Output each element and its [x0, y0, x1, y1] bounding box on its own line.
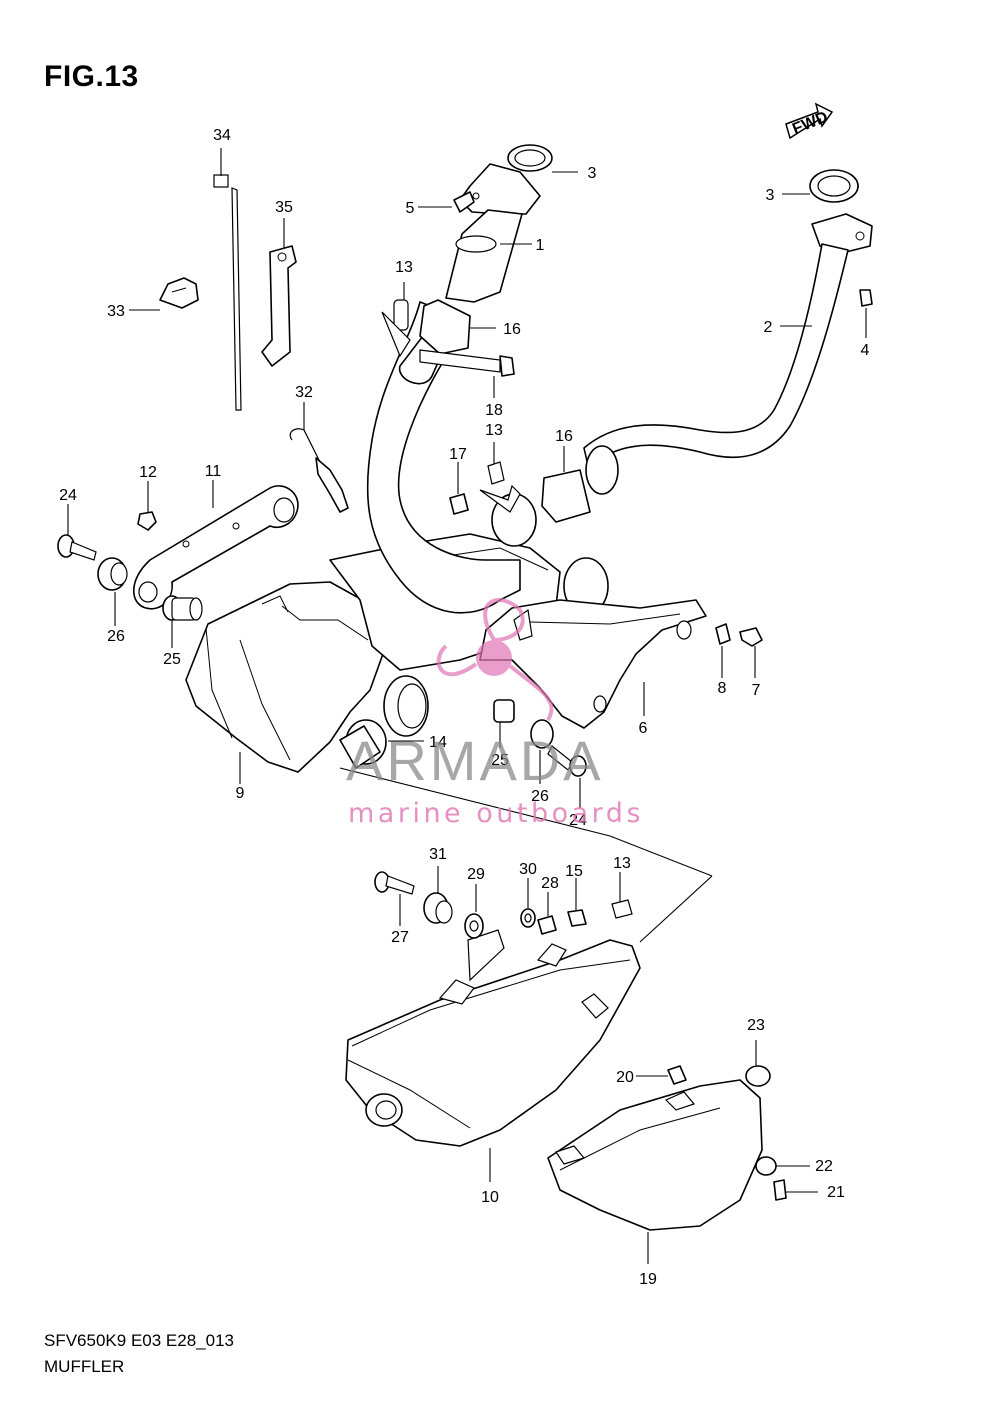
- watermark-brand: ARMADA: [346, 729, 604, 792]
- grommet-22-part: [755, 1156, 810, 1176]
- diagram-code: SFV650K9 E03 E28_013: [44, 1331, 234, 1350]
- collar-25-left-part: [162, 595, 203, 648]
- part-callout-2: 2: [764, 319, 773, 336]
- part-callout-25: 25: [491, 752, 509, 769]
- clamp-13-middle-part: [479, 442, 521, 513]
- part-callout-34: 34: [213, 127, 231, 144]
- muffler-body-part: [345, 929, 641, 1182]
- part-callout-16: 16: [555, 428, 573, 445]
- part-callout-12: 12: [139, 464, 157, 481]
- gasket-3-upper-part: [507, 144, 578, 173]
- figure-title: FIG.13: [44, 60, 139, 93]
- part-callout-25: 25: [163, 651, 181, 668]
- screw-20-part: [636, 1065, 687, 1085]
- part-callout-17: 17: [449, 446, 467, 463]
- part-callout-10: 10: [481, 1189, 499, 1206]
- part-callout-3: 3: [588, 165, 597, 182]
- grommet-26-left-part: [97, 557, 128, 626]
- pipe-joint-14-part: [339, 725, 424, 769]
- part-callout-13: 13: [395, 259, 413, 276]
- part-callout-13: 13: [613, 855, 631, 872]
- bolt-24-left-part: [57, 504, 97, 561]
- part-callout-21: 21: [827, 1184, 845, 1201]
- cable-tie-part: [213, 148, 242, 411]
- connector-16-upper-part: [419, 299, 496, 355]
- part-callout-3: 3: [766, 187, 775, 204]
- part-callout-32: 32: [295, 384, 313, 401]
- muffler-bracket-part: [133, 480, 299, 610]
- assembly-leader-line: [609, 835, 713, 877]
- part-callout-35: 35: [275, 199, 293, 216]
- part-callout-19: 19: [639, 1271, 657, 1288]
- part-callout-22: 22: [815, 1158, 833, 1175]
- part-callout-33: 33: [107, 303, 125, 320]
- bolt-24-right-part: [547, 745, 587, 808]
- part-callout-31: 31: [429, 846, 447, 863]
- bolt-4-part: [859, 289, 873, 338]
- part-callout-1: 1: [536, 237, 545, 254]
- front-exhaust-pipe-part: [366, 145, 551, 614]
- part-callout-24: 24: [569, 812, 587, 829]
- collar-28-part: [537, 892, 557, 935]
- part-callout-16: 16: [503, 321, 521, 338]
- part-callout-26: 26: [531, 788, 549, 805]
- diagram-name: MUFFLER: [44, 1357, 125, 1376]
- armada-logo-icon: [436, 598, 554, 722]
- connector-16-lower-part: [541, 446, 591, 523]
- collar-25-right-part: [493, 699, 515, 748]
- bolt-17-part: [449, 462, 469, 515]
- part-callout-18: 18: [485, 402, 503, 419]
- clamp-part: [129, 277, 199, 311]
- washer-29-part: [464, 884, 484, 939]
- screw-21-part: [773, 1179, 818, 1201]
- oxygen-sensor-part: [289, 402, 349, 513]
- grommet-8-part: [715, 623, 731, 678]
- part-callout-9: 9: [236, 785, 245, 802]
- clamp-13-lower-part: [611, 872, 633, 919]
- bolt-27-part: [374, 871, 415, 926]
- grommet-26-right-part: [530, 719, 554, 784]
- part-callout-23: 23: [747, 1017, 765, 1034]
- part-callout-26: 26: [107, 628, 125, 645]
- part-callout-7: 7: [752, 682, 761, 699]
- bolt-12-part: [137, 481, 157, 531]
- part-callout-11: 11: [205, 463, 222, 480]
- part-callout-27: 27: [391, 929, 409, 946]
- bolt-18-part: [419, 349, 515, 398]
- part-callout-15: 15: [565, 863, 583, 880]
- part-callout-4: 4: [861, 342, 870, 359]
- bolt-15-part: [567, 878, 587, 927]
- part-callout-24: 24: [59, 487, 77, 504]
- bolt-7-part: [739, 627, 763, 678]
- clamp-13-upper-part: [381, 282, 411, 358]
- part-callout-30: 30: [519, 861, 537, 878]
- bolt-5-part: [418, 191, 475, 213]
- muffler-cover-part: [547, 1079, 763, 1264]
- part-callout-29: 29: [467, 866, 485, 883]
- bracket-strap-part: [261, 218, 297, 367]
- washer-30-part: [520, 878, 536, 928]
- part-callout-20: 20: [616, 1069, 634, 1086]
- part-callout-8: 8: [718, 680, 727, 697]
- fwd-label: FWD: [790, 109, 830, 138]
- rear-exhaust-pipe-part: [583, 171, 873, 495]
- part-callout-14: 14: [429, 734, 447, 751]
- grommet-23-part: [745, 1040, 771, 1087]
- gasket-3-right-part: [782, 169, 859, 203]
- forward-direction-arrow-icon: FWD: [785, 102, 834, 140]
- part-callout-28: 28: [541, 875, 559, 892]
- part-callout-5: 5: [406, 200, 415, 217]
- grommet-31-part: [423, 866, 453, 924]
- part-callout-13: 13: [485, 422, 503, 439]
- watermark-subtitle: marine outboards: [348, 798, 645, 829]
- part-callout-6: 6: [639, 720, 648, 737]
